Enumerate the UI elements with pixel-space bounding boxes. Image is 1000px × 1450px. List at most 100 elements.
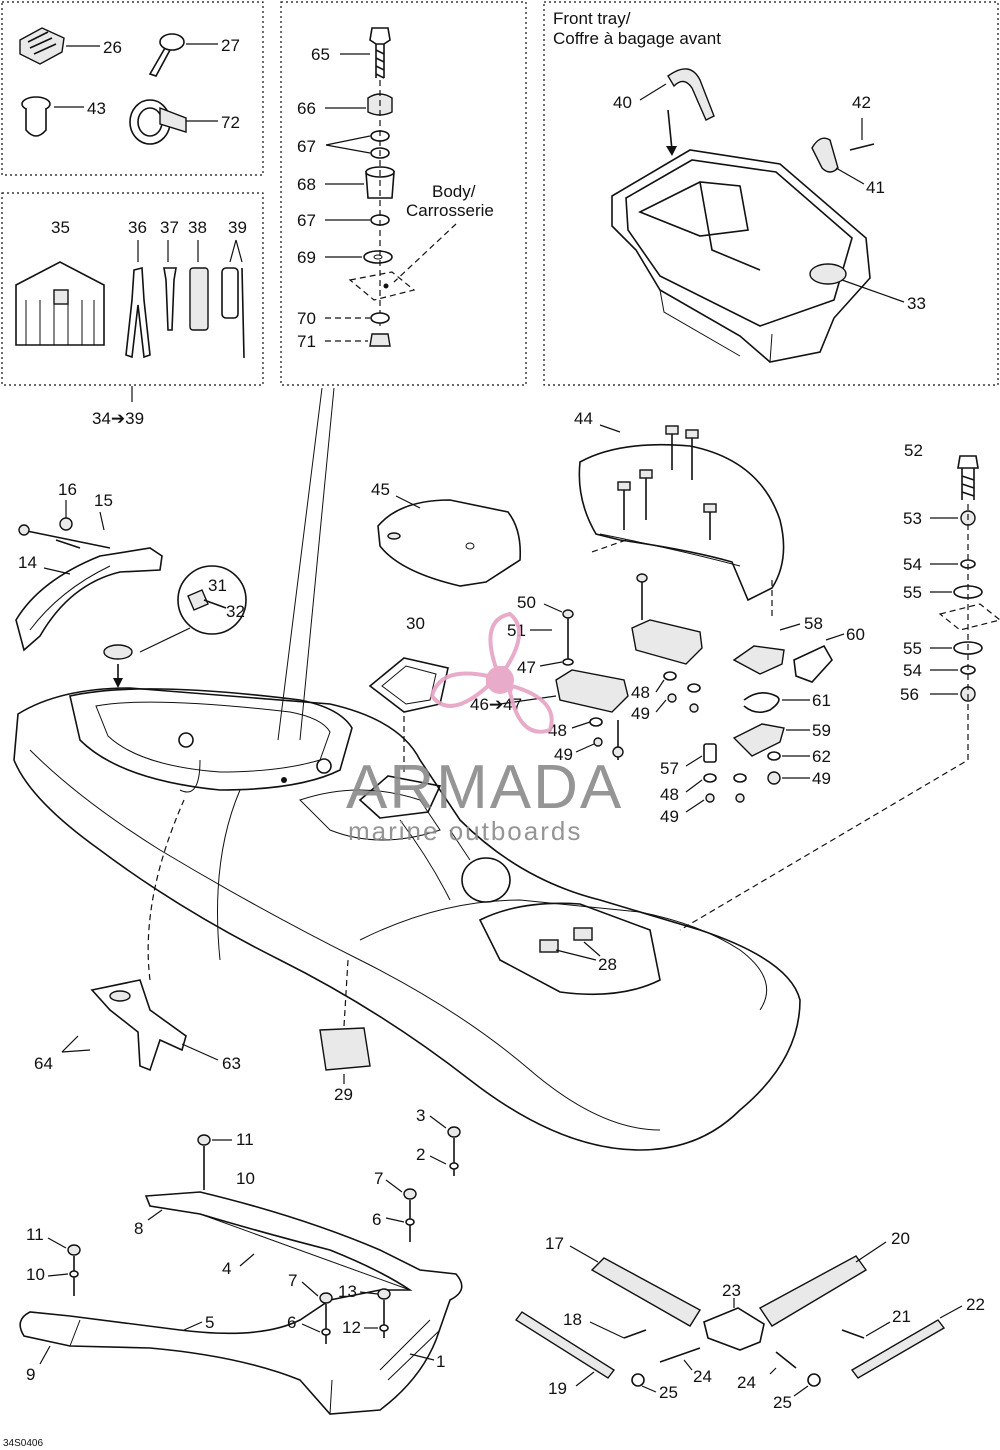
- trim-strip-part-19: [514, 1311, 616, 1379]
- body-caption-line1: Body/: [432, 182, 476, 201]
- nut-part-71: [369, 333, 391, 347]
- callout-14: 14: [18, 553, 37, 572]
- callout-55a: 55: [903, 583, 922, 602]
- grab-handle-part-14: [15, 547, 163, 652]
- drawing-code: 34S0406: [3, 1438, 43, 1449]
- callout-31: 31: [208, 576, 227, 595]
- kit-range-label: 34➔39: [92, 409, 144, 428]
- detail-circle-31-32: [177, 565, 247, 635]
- callout-20: 20: [891, 1229, 910, 1248]
- callout-37: 37: [160, 218, 179, 237]
- callout-21: 21: [892, 1307, 911, 1326]
- callout-25b: 25: [773, 1393, 792, 1412]
- latch-bracket-part-46: [555, 669, 629, 713]
- callout-33: 33: [907, 294, 926, 313]
- tool-pouch-part-35: [15, 261, 105, 346]
- washer-part-69: [363, 250, 393, 264]
- callout-53: 53: [903, 509, 922, 528]
- screwdriver-part-39: [221, 267, 245, 359]
- bumper-parts-28: [539, 927, 593, 953]
- trim-moulding-part-20: [758, 1255, 868, 1327]
- callout-7b: 7: [288, 1271, 297, 1290]
- seat-studs: [617, 425, 717, 540]
- callout-51: 51: [507, 621, 526, 640]
- seat-part-44: [578, 443, 785, 602]
- callout-12: 12: [342, 1318, 361, 1337]
- trim-fasteners: [623, 1329, 865, 1387]
- callout-48b: 48: [631, 683, 650, 702]
- latch-hook-part-60: [793, 644, 833, 683]
- callout-42: 42: [852, 93, 871, 112]
- callout-35: 35: [51, 218, 70, 237]
- callout-1: 1: [436, 1352, 445, 1371]
- trim-moulding-part-17: [590, 1257, 701, 1327]
- callout-55b: 55: [903, 639, 922, 658]
- callout-36: 36: [128, 218, 147, 237]
- callout-26: 26: [103, 38, 122, 57]
- inset-box-small-parts: [1, 1, 264, 176]
- watermark-brand: ARMADA: [346, 753, 623, 822]
- callout-49b: 49: [631, 704, 650, 723]
- callout-5: 5: [205, 1313, 214, 1332]
- callout-45: 45: [371, 480, 390, 499]
- callout-30: 30: [406, 614, 425, 633]
- callout-54a: 54: [903, 555, 922, 574]
- callout-23: 23: [722, 1281, 741, 1300]
- callout-50: 50: [517, 593, 536, 612]
- callout-57: 57: [660, 759, 679, 778]
- seat-cover-assembly: [19, 1191, 463, 1415]
- stud-part-65: [369, 27, 391, 79]
- front-tray-part-33: [611, 149, 871, 363]
- callout-40: 40: [613, 93, 632, 112]
- trim-strip-part-22: [850, 1319, 946, 1379]
- callout-3: 3: [416, 1106, 425, 1125]
- callout-32: 32: [226, 602, 245, 621]
- callout-8: 8: [134, 1219, 143, 1238]
- callout-27: 27: [221, 36, 240, 55]
- callout-10a: 10: [236, 1169, 255, 1188]
- callout-18: 18: [563, 1310, 582, 1329]
- latch-part-41: [811, 137, 839, 173]
- callout-4: 4: [222, 1259, 231, 1278]
- callout-46-47: 46➔47: [470, 695, 522, 714]
- watermark-tagline: marine outboards: [348, 816, 582, 846]
- latch-plate-part-58: [732, 645, 785, 675]
- callout-68: 68: [297, 175, 316, 194]
- callout-65: 65: [311, 45, 330, 64]
- callout-67a: 67: [297, 137, 316, 156]
- front-tray-caption-line2: Coffre à bagage avant: [553, 29, 721, 48]
- callout-38: 38: [188, 218, 207, 237]
- callout-71: 71: [297, 332, 316, 351]
- callout-28: 28: [598, 955, 617, 974]
- callout-2: 2: [416, 1145, 425, 1164]
- callout-6b: 6: [287, 1313, 296, 1332]
- fasteners-seat-cover: [67, 1126, 461, 1344]
- callout-44: 44: [574, 409, 593, 428]
- callout-25a: 25: [659, 1383, 678, 1402]
- armada-watermark: ARMADA marine outboards: [346, 611, 623, 846]
- callout-60: 60: [846, 625, 865, 644]
- strap-part-40: [667, 68, 715, 121]
- spring-part-61: [743, 692, 780, 714]
- callout-49c: 49: [660, 807, 679, 826]
- wrench-part-37: [163, 267, 177, 331]
- deck-body: [13, 687, 801, 1151]
- bracket-part-63: [90, 979, 187, 1072]
- callout-54b: 54: [903, 661, 922, 680]
- callout-11b: 11: [26, 1225, 44, 1244]
- callout-58: 58: [804, 614, 823, 633]
- push-rivet-part-43: [21, 96, 51, 137]
- storage-cover-part-45: [377, 499, 522, 587]
- callout-43: 43: [87, 99, 106, 118]
- callout-7a: 7: [374, 1169, 383, 1188]
- callout-64: 64: [34, 1054, 53, 1073]
- foam-block-part-29: [319, 1027, 371, 1071]
- cable-tie-part-27: [148, 33, 185, 77]
- inset-box-tool-kit: [1, 192, 264, 386]
- connector-part-26: [19, 27, 65, 65]
- callout-59: 59: [812, 721, 831, 740]
- callout-17: 17: [545, 1234, 564, 1253]
- callout-48c: 48: [660, 785, 679, 804]
- latch-bracket-part-46b: [631, 619, 703, 665]
- callout-72: 72: [221, 113, 240, 132]
